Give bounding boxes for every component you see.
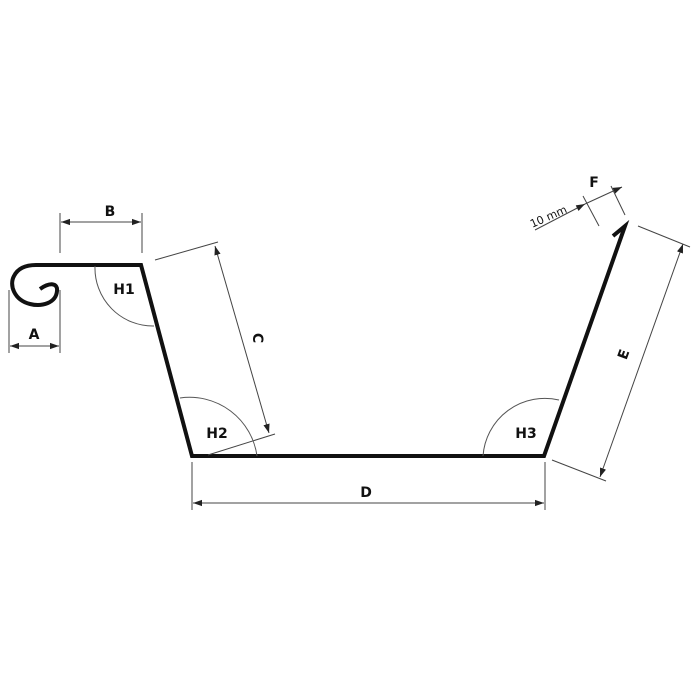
label-h2: H2 xyxy=(206,426,227,442)
gutter-profile xyxy=(10,219,630,458)
dimension-d: D xyxy=(191,462,546,510)
angle-h3: H3 xyxy=(482,397,560,457)
dimension-b: B xyxy=(59,204,143,253)
label-b: B xyxy=(105,204,116,220)
label-f-note: 10 mm xyxy=(528,203,569,231)
angle-h2: H2 xyxy=(179,396,258,457)
dimension-f: F 10 mm xyxy=(528,175,626,231)
angle-h1: H1 xyxy=(94,265,155,327)
label-a: A xyxy=(29,327,40,343)
dimension-e: E xyxy=(551,225,691,482)
dimension-a: A xyxy=(8,290,61,353)
label-h3: H3 xyxy=(515,426,536,442)
label-d: D xyxy=(360,485,372,501)
label-f: F xyxy=(589,175,599,191)
label-h1: H1 xyxy=(113,282,134,298)
profile-outline xyxy=(10,219,630,458)
dimension-c: C xyxy=(154,241,276,456)
label-e: E xyxy=(615,347,633,361)
label-c: C xyxy=(249,333,265,343)
